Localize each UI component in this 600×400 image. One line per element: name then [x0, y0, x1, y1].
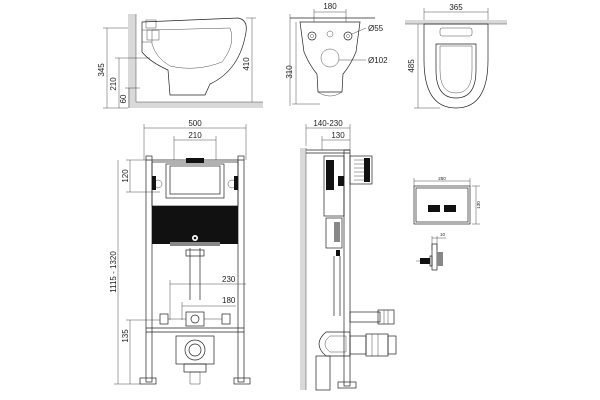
- dim-front-diam-small: Ø55: [368, 24, 384, 33]
- dim-plate-height: 130: [476, 201, 481, 209]
- dim-top-length: 485: [407, 59, 416, 73]
- dim-side-inner: 130: [331, 131, 345, 140]
- toilet-front-view: 180 Ø55 Ø102 310: [285, 2, 388, 106]
- dim-side-total: 345: [97, 63, 106, 77]
- toilet-side-view: 345 210 60 410: [97, 14, 263, 109]
- flush-plate-side: 10: [416, 232, 446, 271]
- dim-side-bowl: 410: [242, 57, 251, 71]
- dim-frame-width: 500: [188, 119, 202, 128]
- frame-front-view: 500 210 230: [109, 119, 251, 385]
- dim-side-depth: 140-230: [313, 119, 343, 128]
- dim-side-axis: 210: [109, 77, 118, 91]
- dim-front-height: 310: [285, 65, 294, 79]
- dim-frame-height: 1115 - 1320: [109, 251, 118, 293]
- dim-frame-pipe-230: 230: [222, 275, 236, 284]
- dim-plate-width: 250: [438, 176, 446, 181]
- dim-plate-depth: 10: [440, 232, 446, 237]
- dim-side-low: 60: [119, 94, 128, 103]
- dim-frame-inner: 210: [188, 131, 202, 140]
- dim-front-width: 180: [323, 2, 337, 11]
- dim-top-width: 365: [449, 3, 463, 12]
- toilet-top-view: 365 485: [405, 3, 507, 109]
- flush-plate-front: 250 130: [413, 176, 481, 225]
- dim-frame-top: 120: [121, 169, 130, 183]
- dim-frame-pipe-180: 180: [222, 296, 236, 305]
- frame-side-view: 140-230 130: [300, 119, 397, 391]
- dim-front-diam-large: Ø102: [368, 56, 388, 65]
- dim-frame-bottom: 135: [121, 329, 130, 343]
